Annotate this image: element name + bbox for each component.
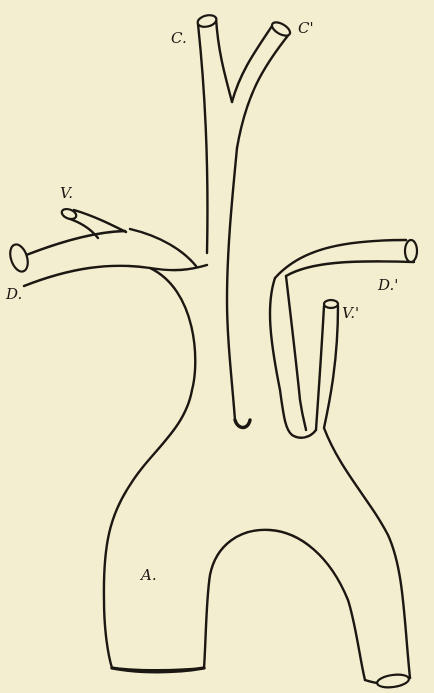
label-v-prime: V.' (342, 304, 359, 322)
vessel-v-prime (316, 300, 410, 678)
vessel-c-prime (232, 20, 292, 148)
trunk (227, 148, 250, 428)
label-c-prime: C' (298, 19, 314, 37)
label-c: C. (171, 29, 187, 47)
chamber-a (112, 430, 410, 689)
left-loop (104, 268, 195, 668)
vessel-v (60, 207, 126, 238)
label-a: A. (139, 566, 157, 584)
label-d-prime: D.' (377, 276, 398, 294)
label-v: V. (60, 184, 73, 202)
vessel-c (196, 13, 232, 253)
vessel-d (7, 229, 207, 286)
vessel-d-prime (270, 240, 417, 435)
label-d: D. (5, 285, 22, 303)
